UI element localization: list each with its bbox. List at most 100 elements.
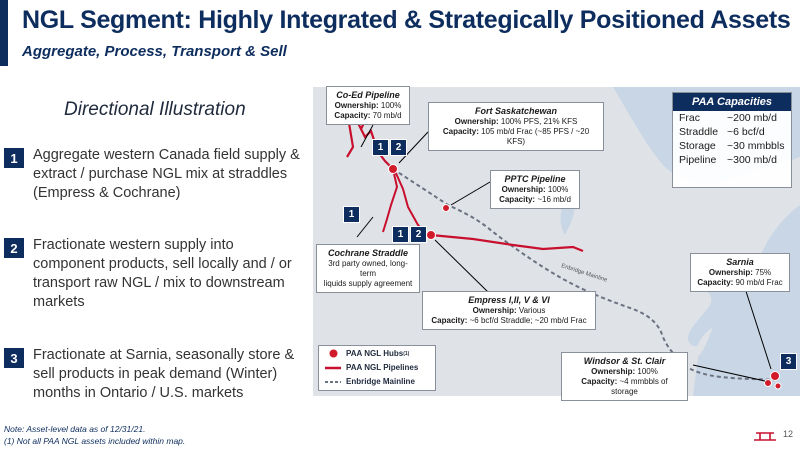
footnote-note: Note: Asset-level data as of 12/31/21. xyxy=(4,424,146,434)
callout-title: Windsor & St. Clair xyxy=(583,356,666,366)
south-pipeline xyxy=(382,168,399,233)
callout-title: Cochrane Straddle xyxy=(327,248,409,258)
callout-title: Fort Saskatchewan xyxy=(474,106,558,116)
dashed-line-icon xyxy=(325,380,341,384)
capacity-label: Storage xyxy=(679,140,716,152)
directional-heading: Directional Illustration xyxy=(64,99,246,120)
capacity-value: ~16 mb/d xyxy=(535,195,571,204)
capacities-title: PAA Capacities xyxy=(673,93,791,111)
capacity-value: ~6 bcf/d Straddle; ~20 mb/d Frac xyxy=(467,316,587,325)
arrow-windsor xyxy=(692,364,766,382)
hub-fort-saskatchewan xyxy=(388,164,398,174)
callout-sarnia: Sarnia Ownership: 75% Capacity: 90 mb/d … xyxy=(690,253,790,292)
step-2: 2 Fractionate western supply into compon… xyxy=(4,236,304,312)
callout-title: Sarnia xyxy=(726,257,754,267)
arrow-coed xyxy=(360,124,374,148)
step-text: Fractionate western supply into componen… xyxy=(33,237,292,310)
red-line-icon xyxy=(325,366,341,370)
capacity-row: Storage ~30 mmbbls xyxy=(673,139,791,153)
arrow-fort xyxy=(398,131,429,164)
capacity-label: Capacity: xyxy=(499,195,536,204)
callout-title: Empress I,II, V & VI xyxy=(468,295,550,305)
ownership-value: Various xyxy=(516,306,546,315)
footnote-1: (1) Not all PAA NGL assets included with… xyxy=(4,436,186,446)
capacity-value: 70 mb/d xyxy=(370,111,402,120)
capacity-value: ~30 mmbbls xyxy=(727,140,785,152)
legend-label-enbridge: Enbridge Mainline xyxy=(346,377,415,386)
lake-michigan xyxy=(713,335,724,369)
hub-windsor-2 xyxy=(774,382,782,390)
callout-line-1: 3rd party owned, long-term xyxy=(328,259,408,278)
ownership-label: Ownership: xyxy=(472,306,517,315)
legend-item-enbridge: Enbridge Mainline xyxy=(319,375,435,388)
capacity-label: Pipeline xyxy=(679,154,717,166)
callout-line-2: liquids supply agreement xyxy=(323,279,413,288)
callout-coed-pipeline: Co-Ed Pipeline Ownership: 100% Capacity:… xyxy=(326,86,410,125)
callout-cochrane-straddle: Cochrane Straddle 3rd party owned, long-… xyxy=(316,244,420,293)
arrow-empress xyxy=(434,239,489,293)
capacity-value: ~6 bcf/d xyxy=(727,126,765,138)
map-badge-1-coed: 1 xyxy=(372,139,389,156)
title-accent-bar xyxy=(0,0,8,66)
capacity-label: Capacity: xyxy=(442,127,479,136)
step-number-badge: 3 xyxy=(4,348,24,368)
ownership-label: Ownership: xyxy=(591,367,636,376)
arrow-pptc xyxy=(450,181,491,206)
hub-empress xyxy=(426,230,436,240)
legend-footnote-ref: (1) xyxy=(403,350,410,357)
plains-logo-icon xyxy=(754,432,776,441)
hub-windsor xyxy=(764,379,772,387)
callout-empress: Empress I,II, V & VI Ownership: Various … xyxy=(422,291,596,330)
capacity-value: 105 mb/d Frac (~85 PFS / ~20 KFS) xyxy=(478,127,590,146)
hub-dot-icon xyxy=(325,349,341,358)
ownership-label: Ownership: xyxy=(708,268,753,277)
map-badge-1-empress: 1 xyxy=(392,226,409,243)
callout-fort-saskatchewan: Fort Saskatchewan Ownership: 100% PFS, 2… xyxy=(428,102,604,151)
step-text: Aggregate western Canada field supply & … xyxy=(33,147,300,201)
ownership-value: 100% xyxy=(378,101,402,110)
hub-sarnia xyxy=(770,371,780,381)
callout-windsor-st-clair: Windsor & St. Clair Ownership: 100% Capa… xyxy=(561,352,688,401)
capacity-row: Straddle ~6 bcf/d xyxy=(673,125,791,139)
map-legend: PAA NGL Hubs(1) PAA NGL Pipelines Enbrid… xyxy=(318,345,436,391)
legend-label-pipelines: PAA NGL Pipelines xyxy=(346,363,419,372)
enbridge-mainline xyxy=(392,168,776,381)
capacity-row: Pipeline ~300 mb/d xyxy=(673,153,791,167)
empress-pipeline xyxy=(430,233,584,253)
arrow-cochrane xyxy=(356,216,374,238)
capacity-row: Frac ~200 mb/d xyxy=(673,111,791,125)
step-number-badge: 2 xyxy=(4,238,24,258)
capacity-value: ~300 mb/d xyxy=(727,154,777,166)
capacity-value: ~200 mb/d xyxy=(727,112,777,124)
callout-pptc-pipeline: PPTC Pipeline Ownership: 100% Capacity: … xyxy=(490,170,580,209)
legend-label-hubs: PAA NGL Hubs xyxy=(346,349,404,358)
capacity-value: ~4 mmbbls of storage xyxy=(611,377,668,396)
map-badge-2-empress: 2 xyxy=(410,226,427,243)
hub-pptc xyxy=(442,204,450,212)
step-1: 1 Aggregate western Canada field supply … xyxy=(4,146,304,203)
ownership-label: Ownership: xyxy=(334,101,379,110)
arrow-sarnia xyxy=(742,281,772,370)
step-3: 3 Fractionate at Sarnia, seasonally stor… xyxy=(4,346,304,403)
legend-item-hubs: PAA NGL Hubs(1) xyxy=(319,347,435,360)
capacity-label: Capacity: xyxy=(581,377,618,386)
capacity-label: Straddle xyxy=(679,126,719,138)
callout-title: Co-Ed Pipeline xyxy=(336,90,400,100)
capacity-label: Capacity: xyxy=(431,316,468,325)
capacity-label: Capacity: xyxy=(334,111,371,120)
step-text: Fractionate at Sarnia, seasonally store … xyxy=(33,347,295,401)
page-number: 12 xyxy=(783,429,794,439)
ownership-label: Ownership: xyxy=(454,117,499,126)
great-lakes xyxy=(687,275,740,347)
step-number-badge: 1 xyxy=(4,148,24,168)
map-badge-2-coed: 2 xyxy=(390,139,407,156)
capacity-label: Frac xyxy=(679,112,700,124)
ownership-value: 100% xyxy=(635,367,658,376)
map-badge-1-cochrane: 1 xyxy=(343,206,360,223)
page-subtitle: Aggregate, Process, Transport & Sell xyxy=(22,43,287,60)
ownership-value: 100% PFS, 21% KFS xyxy=(498,117,578,126)
capacity-value: 90 mb/d Frac xyxy=(733,278,783,287)
capacities-panel: PAA Capacities Frac ~200 mb/d Straddle ~6 … xyxy=(672,92,792,188)
callout-title: PPTC Pipeline xyxy=(504,174,566,184)
map-badge-3-sarnia: 3 xyxy=(780,353,797,370)
